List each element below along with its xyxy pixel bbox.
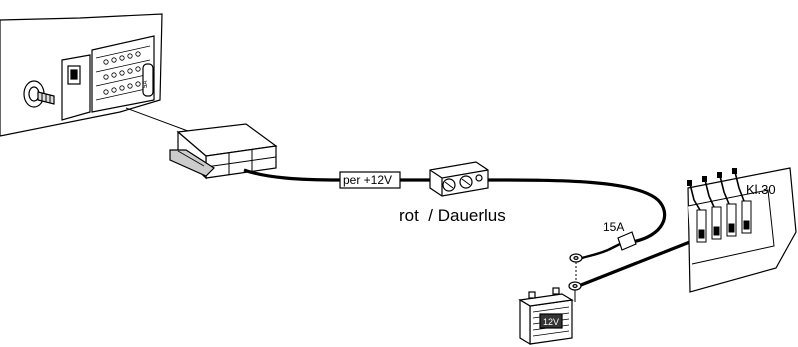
wire-tag-label: per +12V	[343, 173, 392, 187]
wire-tag	[339, 171, 401, 189]
radio-connector-block	[91, 35, 155, 113]
radio-lead	[125, 107, 197, 135]
kl30-wire	[580, 236, 701, 287]
fuse-rating-label: 15A	[603, 220, 624, 234]
iso-plug	[169, 123, 278, 180]
battery-voltage-label: 12V	[543, 317, 559, 327]
power-wire	[243, 168, 667, 244]
fuse-lead	[581, 248, 609, 260]
inline-fuse	[607, 231, 637, 252]
battery-icon	[518, 287, 574, 346]
radio-fuse-label: 5A	[143, 81, 149, 88]
fuse-box	[687, 167, 797, 293]
ring-terminals	[568, 253, 583, 302]
kl30-terminal-label: Kl.30	[746, 182, 776, 197]
wire-color-label: rot / Dauerlus	[399, 206, 506, 225]
inline-connector	[429, 161, 489, 197]
antenna-connector-icon	[23, 80, 55, 108]
